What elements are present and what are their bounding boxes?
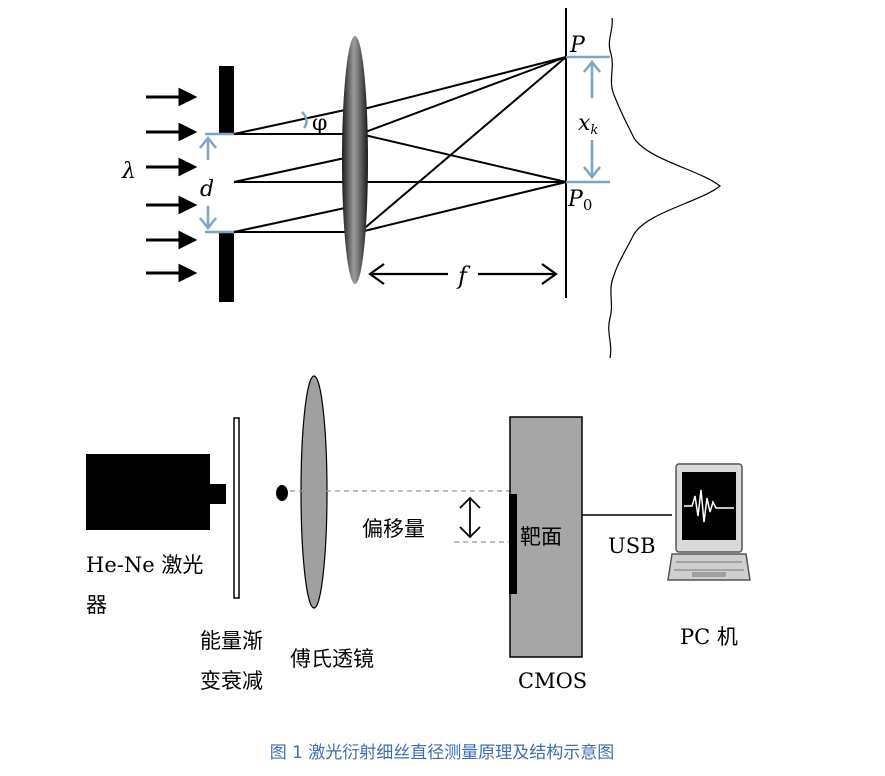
wavelength-label: λ: [121, 159, 136, 184]
fringe-distance-dimension: [566, 55, 610, 184]
intensity-distribution-curve: [608, 17, 721, 359]
focal-length-label: f: [456, 262, 471, 290]
arrow-head-icon: [178, 122, 198, 142]
slit-plate-upper: [219, 66, 234, 134]
ray: [233, 207, 346, 233]
ray: [359, 56, 567, 233]
thin-wire-sample: [276, 485, 288, 501]
cmos-label: CMOS: [518, 669, 587, 693]
arrow-head-icon: [178, 195, 198, 215]
bottom-setup-diagram: He-Ne 激光 器 能量渐 变衰减 傅氏透镜 偏移量 靶面 CMOS USB: [86, 375, 751, 693]
pc-computer-icon: [667, 463, 751, 581]
fringe-distance-label: xk: [578, 111, 598, 138]
arrow-head-icon: [178, 230, 198, 250]
attenuator-label-line1: 能量渐: [200, 629, 263, 653]
ray: [233, 109, 346, 135]
laser-label-line1: He-Ne 激光: [86, 553, 203, 577]
slit-width-label: d: [200, 177, 214, 202]
laser-aperture: [210, 484, 226, 504]
point-p-label: P: [569, 33, 586, 58]
pc-label: PC 机: [680, 625, 738, 649]
target-surface-label: 靶面: [520, 525, 562, 549]
incident-beam-arrows: [146, 87, 198, 283]
he-ne-laser: [86, 454, 210, 530]
slit-width-dimension: [199, 132, 236, 234]
ray: [359, 56, 567, 135]
figure-caption: 图 1 激光衍射细丝直径测量原理及结构示意图: [270, 743, 615, 763]
ray: [359, 181, 567, 233]
angle-arc-icon: [301, 111, 308, 129]
ray: [233, 157, 346, 183]
focal-length-arrow: [368, 263, 558, 285]
gradient-attenuator: [233, 417, 240, 599]
lens-label: 傅氏透镜: [290, 647, 374, 671]
laser-label-line2: 器: [86, 593, 107, 617]
target-surface: [509, 494, 517, 594]
fourier-lens-top: [342, 36, 368, 284]
arrow-head-icon: [178, 157, 198, 177]
offset-double-arrow-icon: [459, 496, 481, 539]
arrow-head-icon: [178, 87, 198, 107]
ray: [359, 56, 567, 111]
diffraction-rays: [233, 56, 567, 233]
usb-label: USB: [608, 534, 656, 558]
slit-plate-lower: [219, 232, 234, 302]
cmos-sensor: [509, 416, 583, 658]
ray: [359, 133, 567, 183]
top-principle-diagram: λ d φ: [121, 8, 721, 359]
attenuator-label-line2: 变衰减: [200, 669, 263, 693]
arrow-head-icon: [178, 263, 198, 283]
fourier-lens-bottom: [300, 375, 328, 609]
offset-label: 偏移量: [362, 517, 425, 541]
point-p0-label: P0: [567, 187, 592, 214]
diffraction-angle-label: φ: [312, 111, 327, 136]
